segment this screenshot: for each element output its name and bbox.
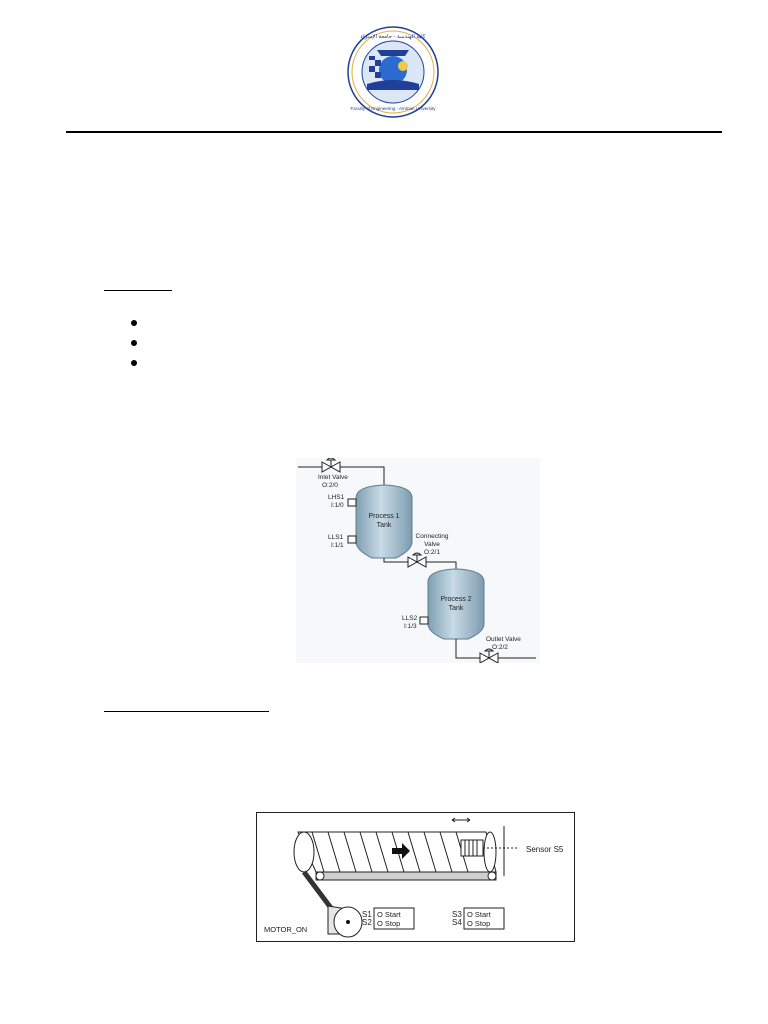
s1-start-label: O Start [377,910,402,919]
bullet-2 [131,340,137,346]
inlet-valve-address: O:2/0 [322,482,338,489]
lls2-label: LLS2 [402,615,418,622]
outlet-valve-icon [479,648,499,663]
tank2-label-line1: Process 2 [440,596,471,603]
lhs1-address: I:1/0 [331,502,344,509]
s2-label: S2 [362,918,372,927]
university-logo: كلية الهندسة - جامعة الإسراء Faculty of … [347,26,439,118]
switch-box-s3-s4 [463,907,505,930]
s3-label: S3 [452,910,462,919]
heading-underline-1 [104,290,172,291]
inlet-valve-icon [321,458,341,473]
inlet-valve-label: Inlet Valve [318,474,348,481]
s1-label: S1 [362,910,372,919]
tank1-label-line2: Tank [377,522,392,529]
logo-bottom-text: Faculty of Engineering - Amman Universit… [350,106,436,111]
connecting-valve-label-line2: Valve [424,541,440,548]
tank-process-diagram: Inlet Valve O:2/0 Process 1 Tank LHS1 I:… [296,458,540,663]
switch-box-s1-s2 [373,907,415,930]
lls1-label: LLS1 [328,534,344,541]
lhs1-label: LHS1 [328,494,345,501]
outlet-valve-label: Outlet Valve [486,636,521,643]
connecting-valve-label-line1: Connecting [416,533,449,540]
tank2-label-line2: Tank [449,605,464,612]
s3-start-label: O Start [467,910,492,919]
lhs1-sensor-icon [347,498,357,507]
process-tank-1: Process 1 Tank [355,484,413,559]
heading-underline-2 [104,711,269,712]
s2-stop-label: O Stop [377,919,400,928]
conveyor-diagram: Sensor S5 MOTOR_ON S1 S2 O Start O Stop … [256,812,575,942]
lls1-address: I:1/1 [331,542,344,549]
process-tank-2: Process 2 Tank [427,568,485,640]
outlet-valve-address: O:2/2 [492,644,508,651]
connecting-valve-address: O:2/1 [424,549,440,556]
direction-arrow-icon [392,843,410,859]
logo-arc-text: كلية الهندسة - جامعة الإسراء [361,33,426,40]
bullet-1 [131,320,137,326]
bullet-3 [131,360,137,366]
sensor-s5-label: Sensor S5 [526,845,564,854]
tank1-label-line1: Process 1 [368,513,399,520]
connecting-valve-icon [407,552,427,568]
s4-label: S4 [452,918,462,927]
header-rule [66,131,722,133]
motor-on-label: MOTOR_ON [264,925,307,934]
lls2-address: I:1/3 [404,623,417,630]
lls1-sensor-icon [347,535,357,544]
lls2-sensor-icon [419,616,429,625]
motor-icon [302,870,363,938]
s4-stop-label: O Stop [467,919,490,928]
sensor-s5-icon [451,817,518,876]
